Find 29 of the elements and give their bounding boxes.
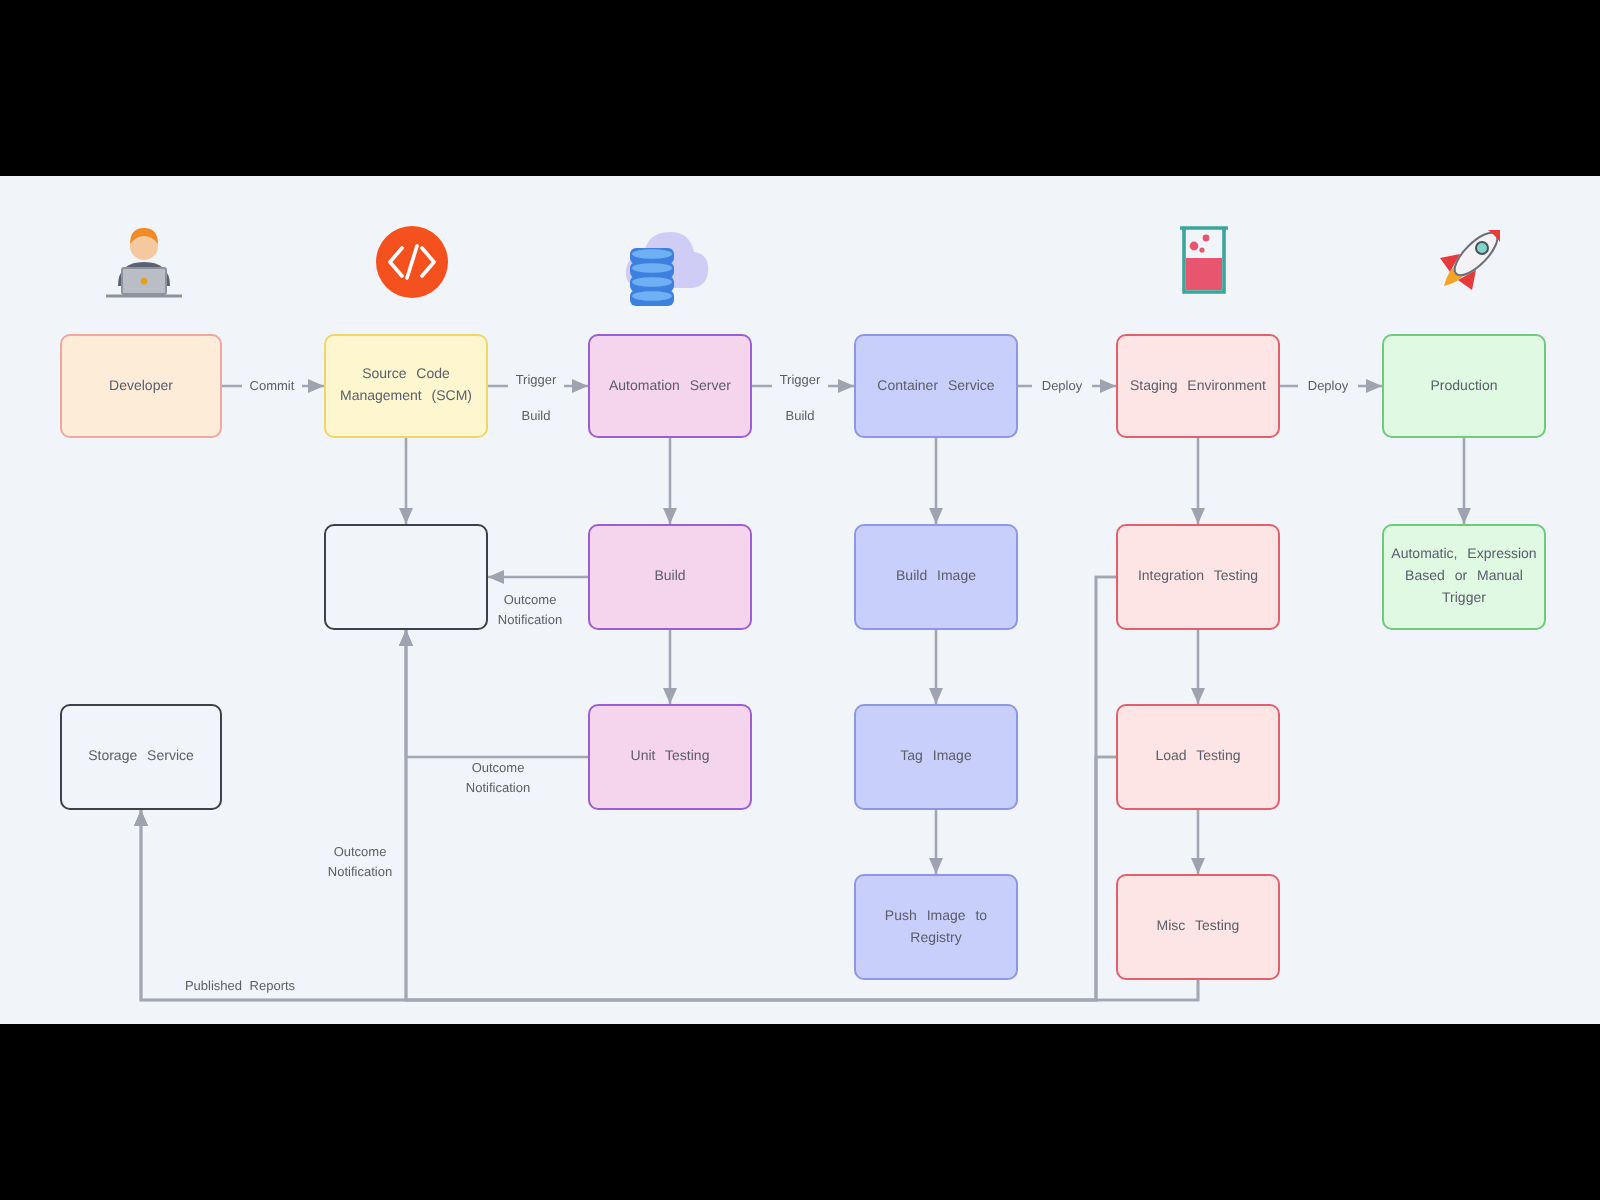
process-box: [60, 334, 222, 438]
arrow: [1191, 810, 1205, 874]
arrow: [1457, 438, 1471, 524]
process-box: [854, 704, 1018, 810]
arrow: [134, 810, 1200, 1002]
process-box: [1382, 334, 1546, 438]
process-box: [1116, 524, 1280, 630]
process-box: [854, 334, 1018, 438]
arrow: [929, 438, 943, 524]
arrow: [663, 630, 677, 704]
process-box: [588, 524, 752, 630]
process-box: [588, 704, 752, 810]
arrow: [929, 810, 943, 874]
arrow: [1191, 630, 1205, 704]
arrow: [929, 630, 943, 704]
process-box: [60, 704, 222, 810]
process-box: [1116, 874, 1280, 980]
arrow: [1191, 438, 1205, 524]
process-box: [1382, 524, 1546, 630]
process-box: [588, 334, 752, 438]
process-box: [1116, 704, 1280, 810]
process-box: [854, 524, 1018, 630]
process-box: [1116, 334, 1280, 438]
process-box: [324, 524, 488, 630]
arrow: [488, 570, 588, 584]
arrow: [663, 438, 677, 524]
process-box: [324, 334, 488, 438]
process-box: [854, 874, 1018, 980]
arrow: [399, 438, 413, 524]
